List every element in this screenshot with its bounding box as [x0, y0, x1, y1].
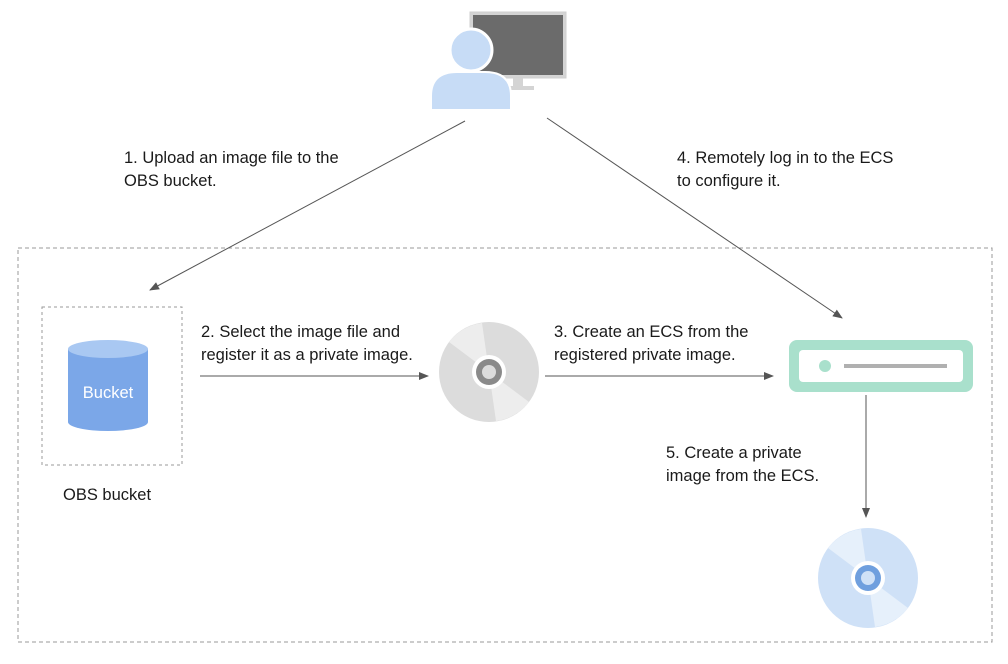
user-computer-icon — [430, 11, 567, 111]
cloud-region-border — [17, 247, 993, 643]
step4-line2: to configure it. — [677, 172, 781, 190]
step2-line2: register it as a private image. — [201, 346, 413, 364]
step5-label: 5. Create a private image from the ECS. — [666, 442, 819, 488]
step5-line2: image from the ECS. — [666, 467, 820, 485]
step1-label: 1. Upload an image file to the OBS bucke… — [124, 147, 339, 193]
bucket-icon — [68, 340, 148, 431]
step3-line1: 3. Create an ECS from the — [554, 323, 749, 341]
step5-line1: 5. Create a private — [666, 444, 802, 462]
new-private-image-disc-icon — [818, 528, 918, 628]
ecs-server-icon — [789, 340, 973, 392]
step2-label: 2. Select the image file and register it… — [201, 321, 413, 367]
step1-line2: OBS bucket. — [124, 172, 217, 190]
step4-label: 4. Remotely log in to the ECS to configu… — [677, 147, 893, 193]
private-image-disc-icon — [439, 322, 539, 422]
arrow-remote-login — [546, 117, 843, 319]
obs-bucket-box — [41, 306, 183, 466]
step3-label: 3. Create an ECS from the registered pri… — [554, 321, 748, 367]
arrow-upload — [149, 120, 466, 291]
step4-line1: 4. Remotely log in to the ECS — [677, 149, 894, 167]
step2-line1: 2. Select the image file and — [201, 323, 401, 341]
bucket-icon-label: Bucket — [82, 384, 134, 402]
obs-bucket-caption: OBS bucket — [63, 486, 152, 504]
step3-line2: registered private image. — [554, 346, 736, 364]
step1-line1: 1. Upload an image file to the — [124, 149, 339, 167]
